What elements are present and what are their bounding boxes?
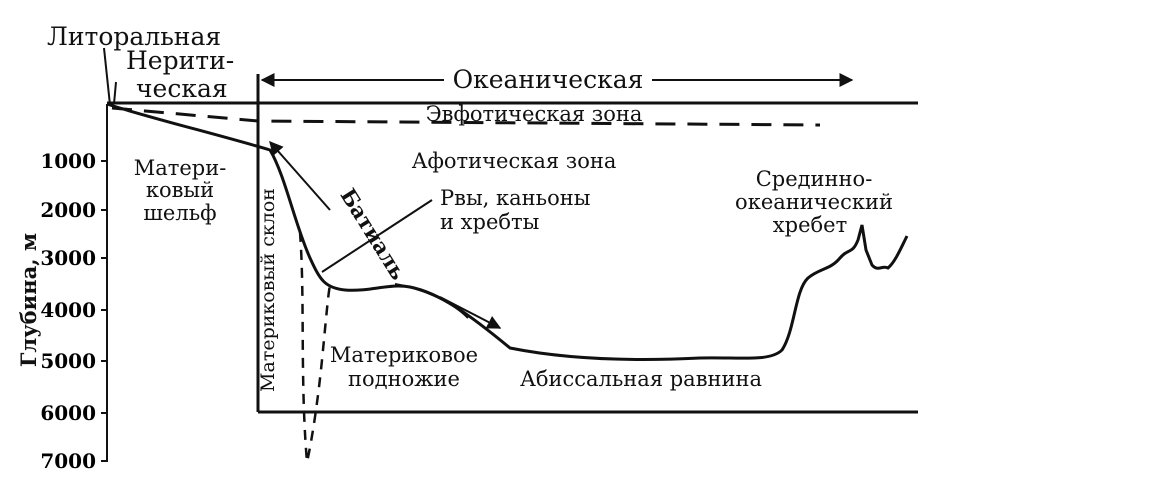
tick-1000: 1000 (40, 149, 96, 173)
ridge-label-line3: хребет (773, 213, 847, 237)
neritic-pointer (113, 81, 117, 105)
bathyal-arrow-up (269, 140, 331, 211)
zone-neritic-line2: ческая (136, 74, 228, 103)
trench-pointer (321, 199, 433, 273)
zone-oceanic: Океаническая (453, 65, 644, 94)
axis-ticks (101, 160, 107, 462)
aphotic-zone-label: Афотическая зона (412, 149, 617, 173)
shelf-label-line2: ковый (146, 178, 214, 202)
rise-label-line1: Материковое (330, 343, 478, 367)
euphotic-boundary (111, 106, 821, 127)
trenches-label-line1: Рвы, каньоны (440, 186, 590, 210)
littoral-pointer (103, 47, 111, 106)
euphotic-zone-label: Эвфотическая зона (426, 102, 643, 126)
ridge-label-line2: океанический (735, 190, 893, 214)
zone-neritic-line1: Нерити- (126, 46, 234, 75)
tick-5000: 5000 (40, 349, 96, 373)
bathyal-ridge-line (394, 283, 469, 319)
tick-7000: 7000 (40, 449, 96, 473)
seafloor-profile (106, 102, 909, 362)
trenches-label-line2: и хребты (440, 210, 539, 234)
shelf-label-line3: шельф (143, 201, 216, 225)
tick-3000: 3000 (40, 246, 96, 270)
abyssal-plain-label: Абиссальная равнина (520, 367, 762, 391)
bathyal-arrow-down (439, 296, 502, 329)
axis-tick-labels: 1000 2000 3000 4000 5000 6000 7000 (40, 149, 96, 473)
bathyal-label: Батиаль (336, 184, 412, 284)
zone-littoral: Литоральная (47, 22, 221, 51)
tick-6000: 6000 (40, 401, 96, 425)
slope-label: Материковый склон (257, 188, 279, 392)
rise-label-line2: подножие (348, 367, 460, 391)
ridge-label-line1: Срединно- (756, 167, 873, 191)
tick-2000: 2000 (40, 198, 96, 222)
trench-dashed (298, 231, 332, 463)
shelf-label-line1: Матери- (134, 156, 227, 180)
y-axis-label: Глубина, м (16, 233, 41, 367)
tick-4000: 4000 (40, 298, 96, 322)
